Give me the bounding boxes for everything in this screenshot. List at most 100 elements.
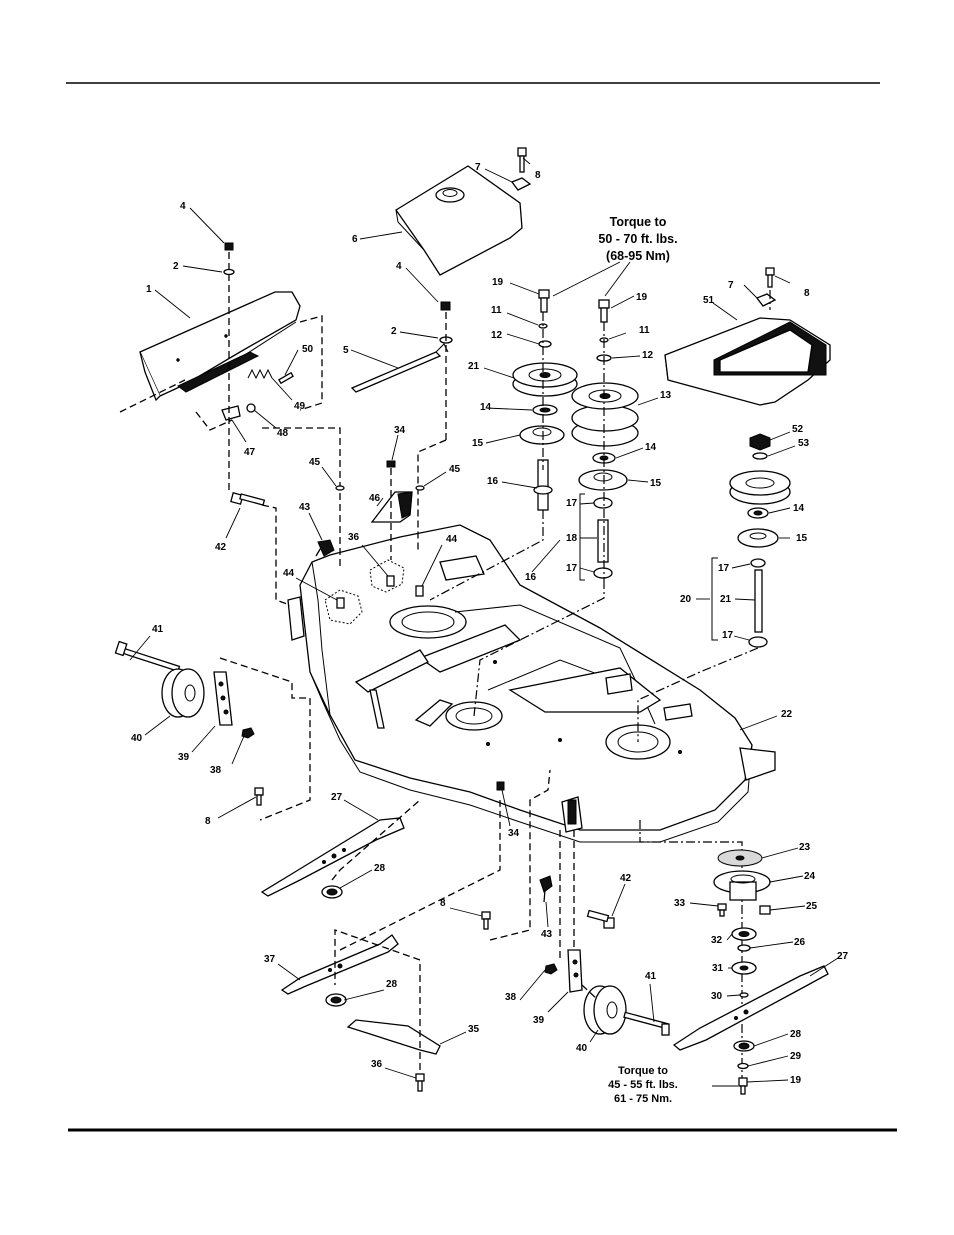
spacer-26 <box>737 944 751 952</box>
callout: 34 <box>508 828 520 839</box>
shield-dash-b <box>299 315 323 411</box>
torque-upper-line3: (68-95 Nm) <box>606 249 670 263</box>
callout: 53 <box>798 438 810 449</box>
callout: 11 <box>639 325 650 336</box>
torque-lower-line1: Torque to <box>618 1065 668 1077</box>
torque-lower-line2: 45 - 55 ft. lbs. <box>608 1079 678 1091</box>
callout: 6 <box>352 234 358 245</box>
callout: 8 <box>205 816 211 827</box>
fitting-25 <box>759 905 771 915</box>
group-bracket-20 <box>711 557 718 641</box>
shield-spring <box>247 368 273 380</box>
washer-53 <box>752 452 768 460</box>
callout: 19 <box>492 277 504 288</box>
callout: 28 <box>790 1029 802 1040</box>
wheel-bracket-39b <box>567 949 583 993</box>
callout: 12 <box>491 330 503 341</box>
bolt-36b <box>415 1073 425 1092</box>
callout: 46 <box>369 493 381 504</box>
callout: 43 <box>541 929 553 940</box>
callout: 39 <box>178 752 190 763</box>
shield-washer-48 <box>246 403 256 413</box>
callout: 25 <box>806 901 818 912</box>
bolt-8d <box>481 911 491 930</box>
callout: 35 <box>468 1024 480 1035</box>
callout: 33 <box>674 898 686 909</box>
nut-52 <box>749 433 771 451</box>
bearing-32 <box>731 927 757 941</box>
callout: 31 <box>712 963 724 974</box>
group-bracket-16 <box>579 493 585 581</box>
torque-note-upper: Torque to 50 - 70 ft. lbs. (68-95 Nm) <box>598 215 677 263</box>
callout: 21 <box>468 361 480 372</box>
wheel-40a <box>161 668 205 718</box>
callout: 4 <box>180 201 186 212</box>
callout: 23 <box>799 842 811 853</box>
callout: 42 <box>215 542 227 553</box>
callout: 49 <box>294 401 306 412</box>
screw-33 <box>717 903 727 917</box>
blade-27b <box>672 965 829 1051</box>
callout: 2 <box>173 261 179 272</box>
callout: 14 <box>645 442 657 453</box>
hub-28a <box>321 885 343 899</box>
double-pulley-13 <box>571 382 639 447</box>
bolt-42b <box>586 909 615 929</box>
callout: 41 <box>152 624 164 635</box>
spindle-cover <box>395 165 523 276</box>
callout: 7 <box>728 280 734 291</box>
lower-right-axis <box>639 820 743 1090</box>
callout: 22 <box>781 709 793 720</box>
callout: 8 <box>804 288 810 299</box>
callout: 17 <box>722 630 734 641</box>
knob-43b <box>539 875 553 903</box>
blade-37 <box>280 934 399 995</box>
callout: 42 <box>620 873 632 884</box>
washer-45b <box>415 485 425 491</box>
callout: 8 <box>535 170 541 181</box>
left-bracket-dash <box>262 427 341 570</box>
bolt-36a <box>386 575 395 587</box>
shield-dash-c <box>195 411 233 431</box>
blade-27a <box>260 817 405 897</box>
torque-note-lower: Torque to 45 - 55 ft. lbs. 61 - 75 Nm. <box>608 1065 678 1105</box>
spindle-axis-a2 <box>429 510 544 601</box>
washer-45a <box>335 485 345 491</box>
tension-rod <box>350 343 449 393</box>
bolt-41b <box>623 1011 670 1036</box>
clip-7a <box>510 177 532 191</box>
wheel-bracket-39a <box>213 671 233 726</box>
callout: 16 <box>487 476 499 487</box>
callout: 40 <box>576 1043 588 1054</box>
blade-b-dash <box>334 929 421 1070</box>
callout: 26 <box>794 937 806 948</box>
bearing-14c <box>747 507 769 519</box>
center-blade-dash <box>489 769 551 941</box>
callout: 2 <box>391 326 397 337</box>
bolt42-dash <box>261 504 291 606</box>
callout-numbers: 4 2 1 6 7 8 4 2 5 50 49 48 47 34 45 45 4… <box>131 162 849 1086</box>
nut-34a <box>386 460 396 468</box>
nut-38a <box>241 727 255 739</box>
housing-15c <box>737 528 779 548</box>
nut-38b <box>544 963 558 975</box>
nut-4b <box>440 301 451 311</box>
hub-28c <box>733 1040 755 1052</box>
adapter-31 <box>731 961 757 975</box>
callout: 32 <box>711 935 723 946</box>
callout: 28 <box>386 979 398 990</box>
washer-29 <box>737 1062 749 1070</box>
callout: 30 <box>711 991 723 1002</box>
bolt-8c <box>254 787 264 806</box>
bolt-44a <box>336 597 345 609</box>
shield-bracket-47 <box>221 405 241 421</box>
callout: 1 <box>146 284 152 295</box>
shield-dash-a <box>119 379 186 413</box>
torque-lower-line3: 61 - 75 Nm. <box>614 1093 672 1105</box>
housing-15a <box>519 425 565 445</box>
callout: 21 <box>720 594 732 605</box>
washer-12a <box>538 340 552 348</box>
callout: 45 <box>309 457 321 468</box>
callout: 45 <box>449 464 461 475</box>
